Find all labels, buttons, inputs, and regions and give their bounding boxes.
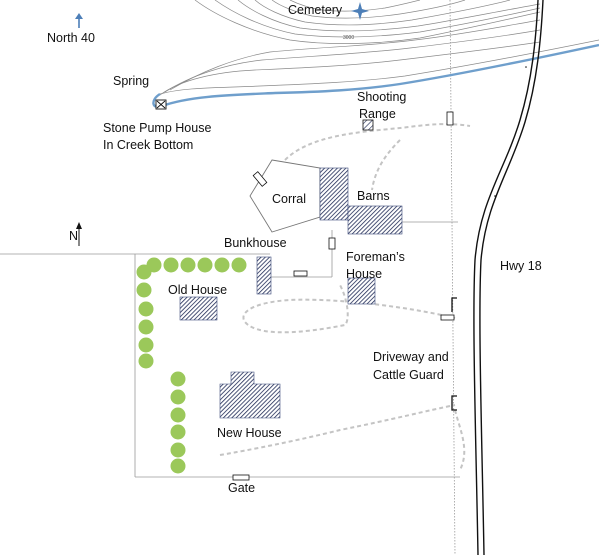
foremans-house-label-1: Foreman’s [346,250,405,264]
hwy-label: Hwy 18 [500,259,542,273]
tree-line [136,257,247,474]
contour-lines [159,0,541,96]
gate-markers [232,111,455,481]
north40-label: North 40 [47,31,95,45]
highway [473,0,544,555]
north-arrow-label: N [69,229,79,243]
fence-lines [0,0,460,555]
shooting-range-label-2: Range [359,107,396,121]
bunkhouse-label: Bunkhouse [224,236,287,250]
star-icon [351,2,369,20]
pump-house-label-2: In Creek Bottom [103,138,194,152]
old-house [179,296,218,321]
barns [319,167,403,235]
old-house-label: Old House [168,283,228,297]
north-arrow-icon [76,222,82,246]
foremans-house-label-2: House [346,267,383,281]
contour-value: 3000 [343,35,354,41]
cemetery-label: Cemetery [288,3,343,17]
spring-label: Spring [113,74,150,88]
corral-label: Corral [272,192,307,206]
shooting-range-marker [362,119,374,131]
gate-label: Gate [228,481,256,495]
pump-house-icon [155,99,167,110]
shooting-range-label-1: Shooting [357,90,407,104]
corral [249,159,321,233]
new-house [219,371,281,419]
barns-label: Barns [357,189,390,203]
foremans-house [347,277,376,305]
up-arrow-icon [75,13,83,28]
new-house-label: New House [217,426,282,440]
driveway-label-1: Driveway and [373,350,449,364]
pump-house-label-1: Stone Pump House [103,121,212,135]
cattle-guard-marks [451,297,457,411]
bunkhouse [256,256,272,295]
driveway-label-2: Cattle Guard [373,368,444,382]
